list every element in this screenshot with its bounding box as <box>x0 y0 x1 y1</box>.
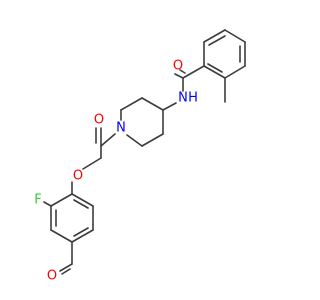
molecule-svg: O N H O N O F O <box>34 29 246 284</box>
bond <box>203 29 226 43</box>
atom-hydrogen: H <box>188 91 198 106</box>
bond <box>100 133 116 147</box>
bond <box>71 193 94 207</box>
bond <box>43 201 52 207</box>
bond <box>126 134 143 147</box>
atom-oxygen: O <box>73 169 83 184</box>
bond <box>73 199 89 209</box>
bond <box>141 97 164 111</box>
bond <box>224 29 246 43</box>
structure-diagram: O N H O N O F O <box>34 29 246 284</box>
bond <box>179 69 186 74</box>
bond <box>182 65 205 79</box>
bond <box>50 193 73 207</box>
bond <box>141 133 164 147</box>
atom-nitrogen: N <box>116 121 126 136</box>
atom-fluorine: F <box>34 193 41 208</box>
atom-nitrogen: N <box>178 91 188 106</box>
bond <box>82 157 102 170</box>
atom-labels: O N H O N O F O <box>34 59 198 284</box>
bond <box>71 229 94 243</box>
atom-oxygen: O <box>173 59 183 74</box>
bond <box>162 102 177 111</box>
bond <box>224 65 246 79</box>
bond <box>61 268 71 275</box>
bond <box>174 73 184 79</box>
bond <box>50 229 73 243</box>
bond <box>207 63 223 73</box>
bonds <box>43 29 246 275</box>
bond <box>203 65 226 79</box>
atom-oxygen: O <box>47 269 57 284</box>
bond <box>208 35 226 46</box>
atom-oxygen: O <box>94 113 104 128</box>
bond <box>59 263 73 272</box>
bond <box>73 227 89 237</box>
bond <box>120 97 143 111</box>
